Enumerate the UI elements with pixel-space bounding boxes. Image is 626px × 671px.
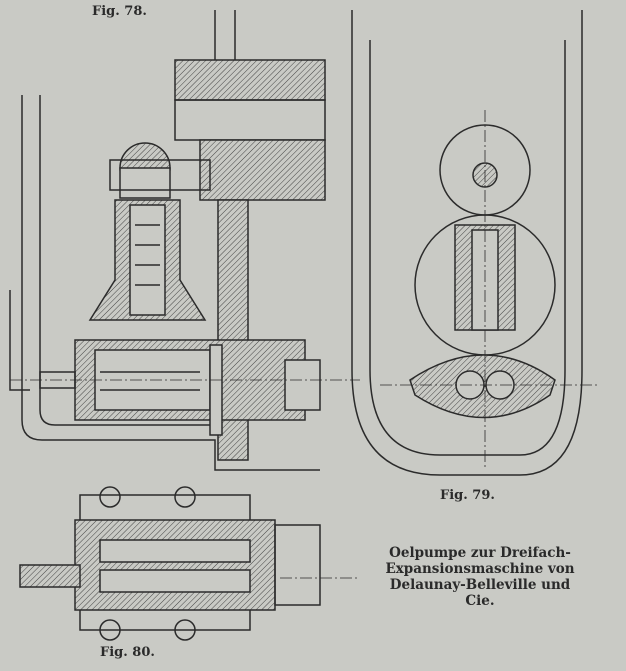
fig78-drawing	[9, 10, 360, 471]
fig79-label: Fig. 79.	[440, 488, 495, 503]
fig80-drawing	[19, 486, 360, 641]
fig80-label: Fig. 80.	[100, 645, 155, 660]
caption-line-3: Delaunay-Belleville und Cie.	[389, 577, 571, 609]
caption-line-2: Expansionsmaschine von	[385, 561, 575, 577]
fig79-drawing	[351, 10, 600, 476]
fig78-label: Fig. 78.	[92, 4, 147, 19]
caption-line-1: Oelpumpe zur Dreifach-	[389, 545, 571, 561]
caption: Oelpumpe zur Dreifach- Expansionsmaschin…	[380, 545, 580, 609]
